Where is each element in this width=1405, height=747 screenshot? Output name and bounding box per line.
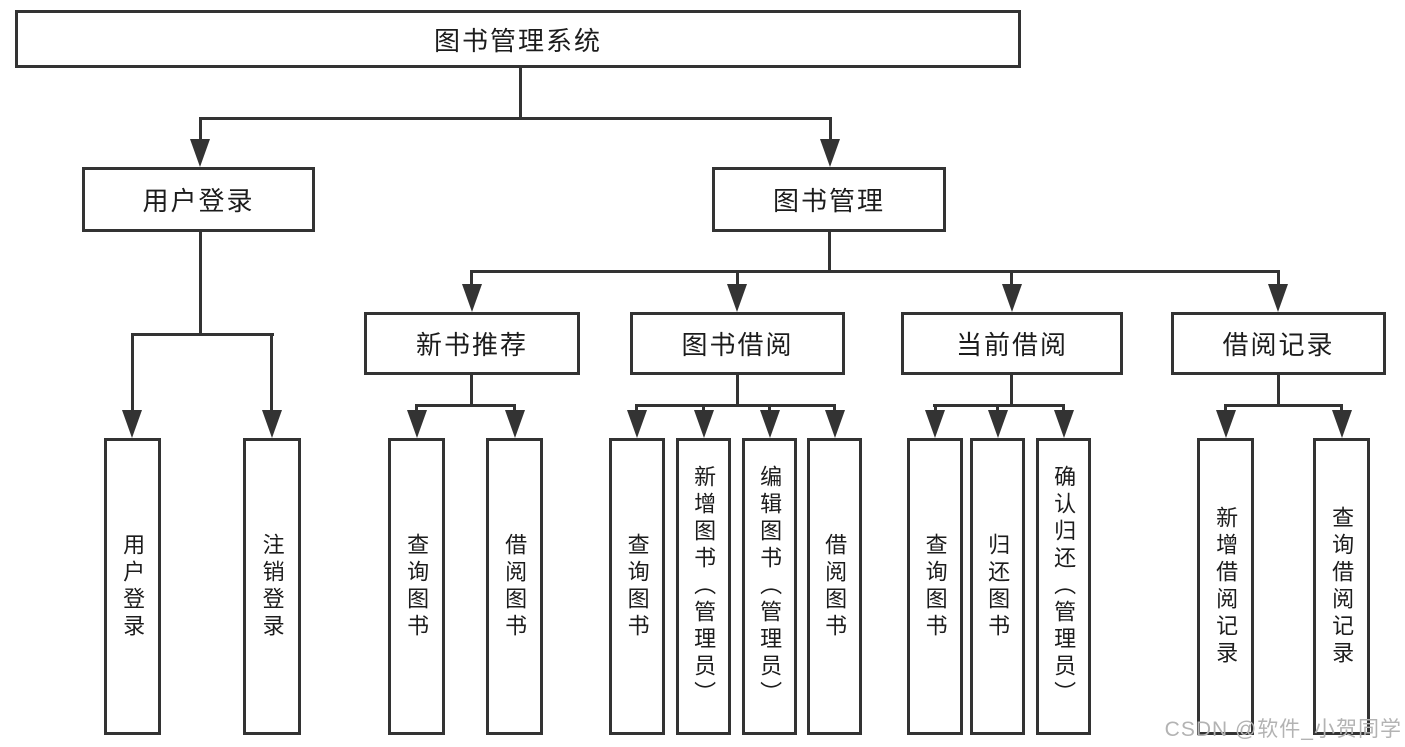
node-root: 图书管理系统	[15, 10, 1021, 68]
arrow-into-leaf-user-login	[122, 410, 142, 438]
connector-arm-return-book	[996, 404, 999, 414]
arrow-into-user-login	[190, 139, 210, 167]
connector-root-split	[199, 117, 832, 120]
node-new-book-recommend: 新书推荐	[364, 312, 580, 375]
arrow-into-new-book-recommend	[462, 284, 482, 312]
connector-arm-query-books-recommend	[415, 404, 418, 414]
arrow-into-confirm-return-admin	[1054, 410, 1074, 438]
connector-arm-leaf-logout	[270, 333, 273, 412]
leaf-confirm-return-admin: 确认归还（管理员）	[1036, 438, 1091, 735]
leaf-confirm-return-admin-label: 确认归还（管理员）	[1051, 465, 1077, 708]
leaf-query-borrow-record: 查询借阅记录	[1313, 438, 1370, 735]
node-borrow-records-label: 借阅记录	[1222, 330, 1335, 360]
leaf-query-borrow-record-label: 查询借阅记录	[1329, 505, 1355, 668]
node-new-book-recommend-label: 新书推荐	[415, 330, 528, 360]
connector-recommend-split	[415, 404, 516, 407]
arrow-into-add-borrow-record	[1216, 410, 1236, 438]
arrow-into-borrow-records	[1268, 284, 1288, 312]
leaf-query-books-recommend-label: 查询图书	[404, 532, 430, 641]
connector-arm-new-book-recommend	[470, 270, 473, 288]
connector-current-borrow-stem	[1010, 375, 1013, 407]
connector-borrow-records-stem	[1277, 375, 1280, 407]
node-book-management: 图书管理	[712, 167, 946, 232]
connector-arm-query-books-borrow	[635, 404, 638, 414]
arrow-into-current-borrow	[1002, 284, 1022, 312]
leaf-borrow-books-2-label: 借阅图书	[822, 532, 848, 641]
leaf-borrow-books-recommend: 借阅图书	[486, 438, 543, 735]
connector-arm-leaf-user-login	[131, 333, 134, 412]
node-current-borrow-label: 当前借阅	[955, 330, 1068, 360]
arrow-into-query-books-borrow	[627, 410, 647, 438]
arrow-into-query-books-recommend	[407, 410, 427, 438]
node-current-borrow: 当前借阅	[901, 312, 1123, 375]
connector-book-management-stem	[828, 232, 831, 273]
leaf-add-borrow-record: 新增借阅记录	[1197, 438, 1254, 735]
node-root-label: 图书管理系统	[433, 25, 602, 56]
connector-root-stem	[519, 68, 522, 120]
leaf-return-book-label: 归还图书	[985, 532, 1011, 641]
leaf-query-books-recommend: 查询图书	[388, 438, 445, 735]
leaf-borrow-books-recommend-label: 借阅图书	[502, 532, 528, 641]
connector-book-borrow-split	[635, 404, 836, 407]
node-borrow-records: 借阅记录	[1171, 312, 1386, 375]
connector-borrow-records-split	[1224, 404, 1343, 407]
arrow-into-book-management	[820, 139, 840, 167]
node-user-login: 用户登录	[82, 167, 315, 232]
node-book-borrow-label: 图书借阅	[681, 330, 794, 360]
connector-current-borrow-split	[933, 404, 1065, 407]
leaf-edit-book-admin-label: 编辑图书（管理员）	[757, 465, 783, 708]
arrow-into-add-book-admin	[694, 410, 714, 438]
connector-arm-query-borrow-record	[1340, 404, 1343, 414]
arrow-into-borrow-books-2	[825, 410, 845, 438]
leaf-user-login: 用户登录	[104, 438, 161, 735]
connector-arm-add-book-admin	[702, 404, 705, 414]
leaf-return-book: 归还图书	[970, 438, 1025, 735]
arrow-into-query-borrow-record	[1332, 410, 1352, 438]
arrow-into-query-books-current	[925, 410, 945, 438]
connector-arm-confirm-return-admin	[1062, 404, 1065, 414]
arrow-into-return-book	[988, 410, 1008, 438]
leaf-add-book-admin-label: 新增图书（管理员）	[691, 465, 717, 708]
connector-recommend-stem	[470, 375, 473, 407]
connector-arm-user-login	[199, 117, 202, 141]
leaf-borrow-books-2: 借阅图书	[807, 438, 862, 735]
connector-arm-borrow-books-recommend	[513, 404, 516, 414]
leaf-add-book-admin: 新增图书（管理员）	[676, 438, 731, 735]
csdn-watermark: CSDN @软件_小贺同学	[1164, 718, 1402, 741]
connector-arm-current-borrow	[1010, 270, 1013, 288]
leaf-query-books-borrow-label: 查询图书	[624, 532, 650, 641]
leaf-logout: 注销登录	[243, 438, 301, 735]
arrow-into-leaf-logout	[262, 410, 282, 438]
arrow-into-borrow-books-recommend	[505, 410, 525, 438]
leaf-edit-book-admin: 编辑图书（管理员）	[742, 438, 797, 735]
connector-arm-query-books-current	[934, 404, 937, 414]
leaf-query-books-borrow: 查询图书	[609, 438, 665, 735]
leaf-user-login-label: 用户登录	[120, 532, 146, 641]
arrow-into-book-borrow	[727, 284, 747, 312]
leaf-logout-label: 注销登录	[259, 532, 285, 641]
connector-arm-add-borrow-record	[1224, 404, 1227, 414]
connector-arm-edit-book-admin	[768, 404, 771, 414]
connector-arm-borrow-books-2	[833, 404, 836, 414]
arrow-into-edit-book-admin	[760, 410, 780, 438]
leaf-query-books-current-label: 查询图书	[922, 532, 948, 641]
node-user-login-label: 用户登录	[142, 186, 255, 216]
connector-book-management-split	[471, 270, 1280, 273]
connector-user-login-stem	[199, 232, 202, 336]
node-book-borrow: 图书借阅	[630, 312, 845, 375]
leaf-add-borrow-record-label: 新增借阅记录	[1213, 505, 1239, 668]
connector-user-login-split	[131, 333, 274, 336]
leaf-query-books-current: 查询图书	[907, 438, 963, 735]
connector-book-borrow-stem	[736, 375, 739, 407]
connector-arm-borrow-records	[1277, 270, 1280, 288]
connector-arm-book-borrow	[736, 270, 739, 288]
connector-arm-book-management	[829, 117, 832, 141]
node-book-management-label: 图书管理	[772, 186, 885, 216]
